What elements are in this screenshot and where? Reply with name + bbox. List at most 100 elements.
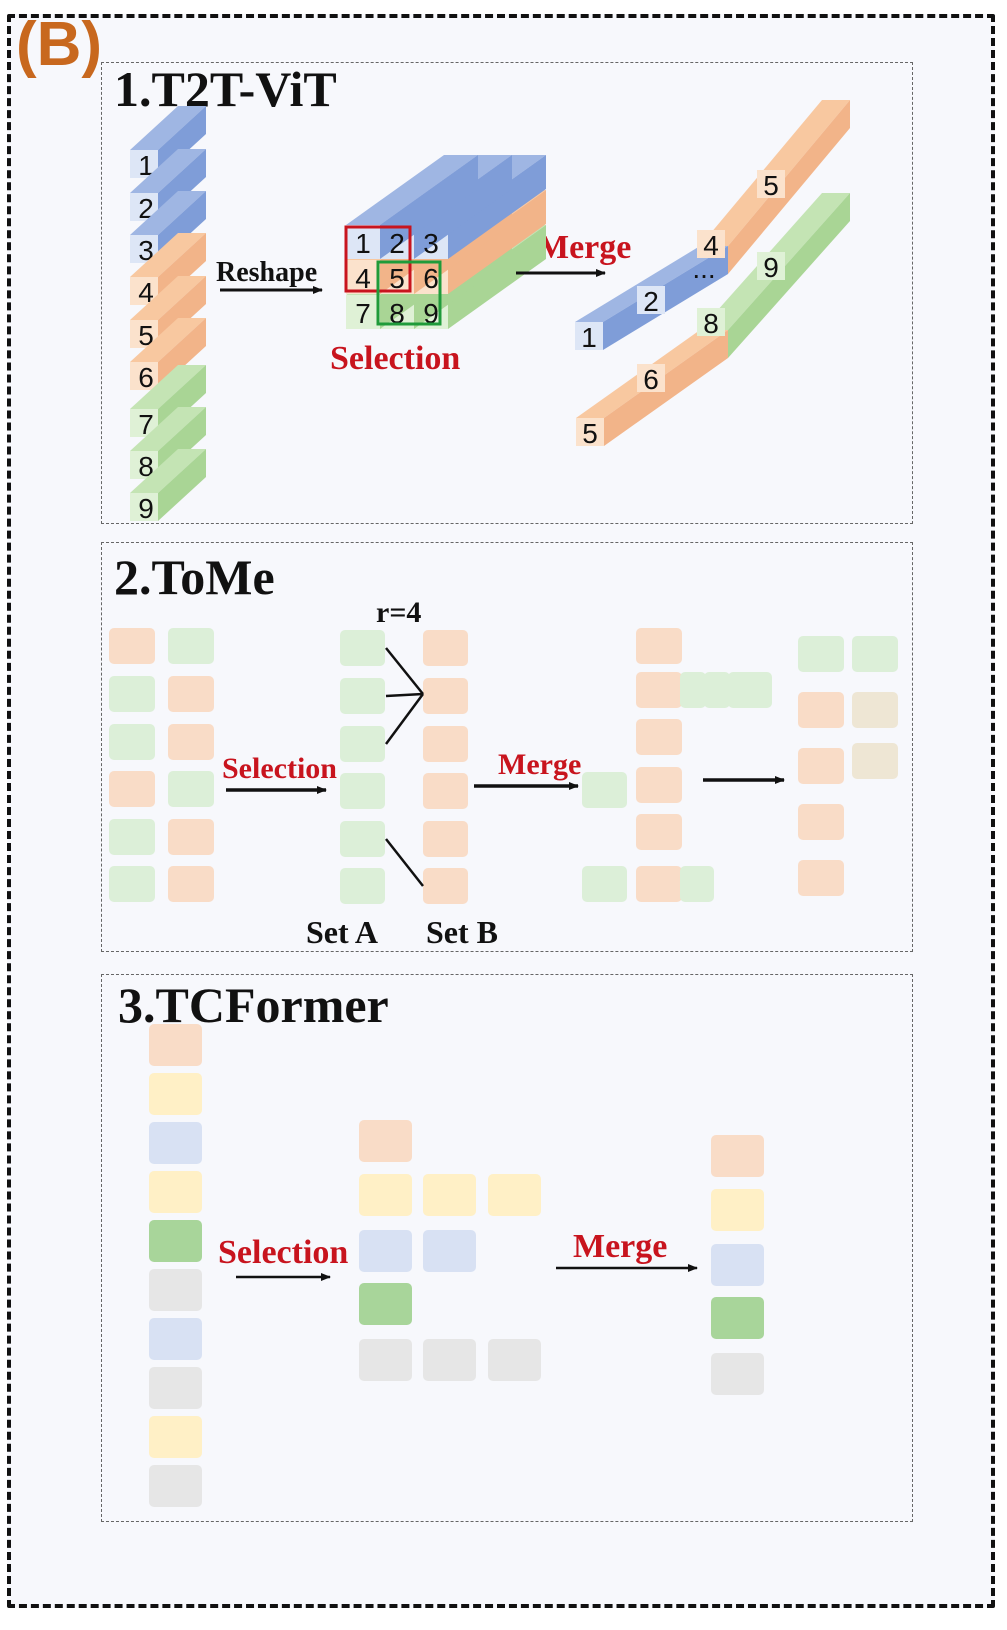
output-lower-orange-side (604, 330, 728, 446)
tome-input-b-1 (168, 676, 214, 712)
output-upper-blue-top (575, 246, 728, 322)
tome-input-b-0 (168, 628, 214, 664)
grid-token-5-label: 5 (389, 263, 405, 294)
column-token-9-side (158, 449, 206, 521)
column-token-9-label: 9 (138, 493, 154, 524)
grid-token-2-label: 2 (389, 228, 405, 259)
tome-input-b-2 (168, 724, 214, 760)
set-b-token-4 (423, 821, 468, 857)
merged-b-0 (636, 628, 682, 664)
merged-b-target-2-attached (680, 866, 714, 902)
column-token-5-top (130, 276, 206, 320)
column-token-9-face (130, 493, 158, 521)
match-line-4 (385, 838, 424, 887)
merged-b-target-2 (636, 866, 682, 902)
set-b-token-1 (423, 678, 468, 714)
set-a-token-4 (340, 821, 385, 857)
figure-label: (B) (16, 10, 103, 79)
tc-merged-token-2 (711, 1244, 764, 1286)
merged-b-target-1-attached-1 (680, 672, 706, 708)
final-token-6 (798, 804, 844, 840)
merged-b-target-1-attached-2 (704, 672, 730, 708)
tome-input-b-4 (168, 819, 214, 855)
column-token-1-top (130, 106, 206, 150)
grid-token-4-label: 4 (355, 263, 371, 294)
tc-input-token-3 (149, 1171, 202, 1213)
grid-token-3-label: 3 (423, 228, 439, 259)
tc-input-token-7 (149, 1367, 202, 1409)
tc-input-token-0 (149, 1024, 202, 1066)
merged-unmatched-a-1 (582, 772, 627, 808)
output-upper-token-4-label: 4 (703, 230, 719, 261)
output-lower-token-9 (757, 252, 785, 280)
tc-cluster-blue-1 (423, 1230, 476, 1272)
set-b-token-2 (423, 726, 468, 762)
final-token-0 (798, 636, 844, 672)
grid-token-4-face (346, 260, 380, 294)
merged-b-target-1 (636, 672, 682, 708)
set-a-label: Set A (306, 914, 378, 950)
column-token-2-top (130, 149, 206, 193)
set-a-token-0 (340, 630, 385, 666)
tc-input-token-9 (149, 1465, 202, 1507)
final-token-5 (852, 743, 898, 779)
tc-cluster-yellow-2 (488, 1174, 541, 1216)
merged-b-target-1-attached-3 (728, 672, 772, 708)
match-line-1 (385, 647, 424, 695)
final-token-4 (798, 748, 844, 784)
column-token-4-top (130, 233, 206, 277)
grid-token-1-side (380, 155, 478, 259)
tc-input-token-1 (149, 1073, 202, 1115)
output-upper-token-4 (697, 230, 725, 258)
output-lower-token-9-label: 9 (763, 252, 779, 283)
final-token-2 (798, 692, 844, 728)
tc-merged-token-1 (711, 1189, 764, 1231)
output-upper-token-2-label: 2 (643, 286, 659, 317)
tc-input-token-2 (149, 1122, 202, 1164)
output-lower-token-5 (576, 418, 604, 446)
panel3-merge-label: Merge (573, 1228, 668, 1265)
grid-token-3-side (448, 155, 546, 259)
tc-merged-token-4 (711, 1353, 764, 1395)
merged-b-1 (636, 719, 682, 755)
panel2-merge-label: Merge (498, 748, 582, 781)
tc-cluster-green (359, 1283, 412, 1325)
panel2-title: 2.ToMe (114, 549, 275, 605)
output-upper-token-5-label: 5 (763, 170, 779, 201)
tc-merged-token-3 (711, 1297, 764, 1339)
tc-cluster-gray-1 (423, 1339, 476, 1381)
merged-b-2 (636, 767, 682, 803)
output-lower-token-8 (697, 308, 725, 336)
output-lower-token-5-label: 5 (582, 418, 598, 449)
output-lower-token-6 (637, 364, 665, 392)
grid-token-1-top (346, 155, 478, 225)
column-token-3-label: 3 (138, 235, 154, 266)
tome-input-a-2 (109, 724, 155, 760)
tc-input-token-8 (149, 1416, 202, 1458)
panel-tcformer (101, 974, 913, 1522)
column-token-2-label: 2 (138, 193, 154, 224)
grid-token-2-side (414, 155, 512, 259)
tc-merged-token-0 (711, 1135, 764, 1177)
grid-token-6-side (448, 190, 546, 294)
tome-input-a-0 (109, 628, 155, 664)
tome-input-a-5 (109, 866, 155, 902)
set-a-token-1 (340, 678, 385, 714)
panel3-title: 3.TCFormer (118, 977, 389, 1033)
tome-input-a-4 (109, 819, 155, 855)
output-upper-token-1 (575, 322, 603, 350)
tc-cluster-yellow-1 (423, 1174, 476, 1216)
column-token-6-label: 6 (138, 362, 154, 393)
column-token-8-top (130, 407, 206, 451)
set-a-token-5 (340, 868, 385, 904)
output-lower-green-side (728, 193, 850, 358)
set-a-token-2 (340, 726, 385, 762)
output-upper-token-5 (757, 170, 785, 198)
tome-input-b-5 (168, 866, 214, 902)
merged-unmatched-a-2 (582, 866, 627, 902)
panel-t2t-vit (101, 62, 913, 524)
r-label: r=4 (376, 596, 422, 629)
output-lower-token-8-label: 8 (703, 308, 719, 339)
set-b-token-5 (423, 868, 468, 904)
